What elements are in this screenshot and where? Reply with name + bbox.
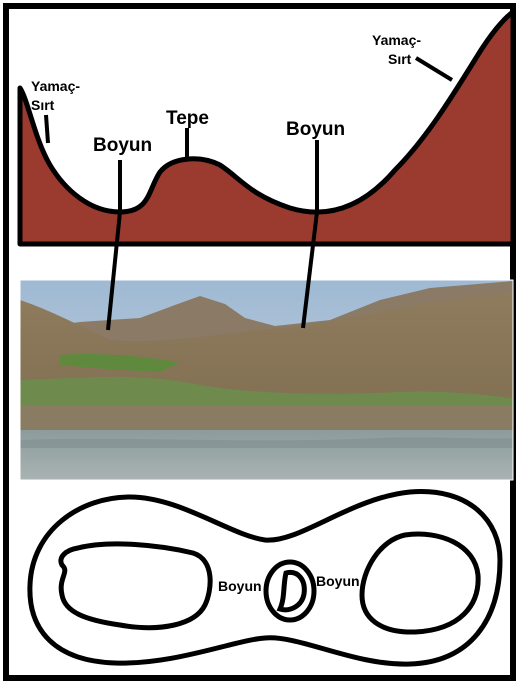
profile-section: Yamaç- Sırt Tepe Boyun Boyun Yamaç- Sırt: [20, 12, 513, 244]
left-ridge-label-1: Yamaç-: [31, 78, 80, 94]
leader-right-ridge: [416, 58, 452, 80]
contour-peak-inner: [280, 572, 304, 609]
left-ridge-label-2: Sırt: [31, 97, 55, 113]
contour-right-saddle-label: Boyun: [316, 573, 360, 589]
contour-right-inner: [362, 534, 478, 632]
contour-left-inner: [61, 544, 210, 628]
photo-shore: [20, 405, 513, 433]
landscape-photo: [20, 280, 513, 480]
terrain-profile: [20, 12, 513, 244]
right-ridge-label-1: Yamaç-: [372, 32, 421, 48]
peak-label: Tepe: [166, 108, 209, 129]
leader-left-ridge: [46, 115, 48, 143]
right-ridge-label-2: Sırt: [388, 51, 412, 67]
left-saddle-label: Boyun: [93, 135, 152, 156]
contour-left-saddle-label: Boyun: [218, 578, 262, 594]
photo-lake: [20, 430, 513, 480]
contour-map: Boyun Boyun: [30, 492, 500, 665]
contour-outer: [30, 492, 500, 665]
right-saddle-label: Boyun: [286, 119, 345, 140]
